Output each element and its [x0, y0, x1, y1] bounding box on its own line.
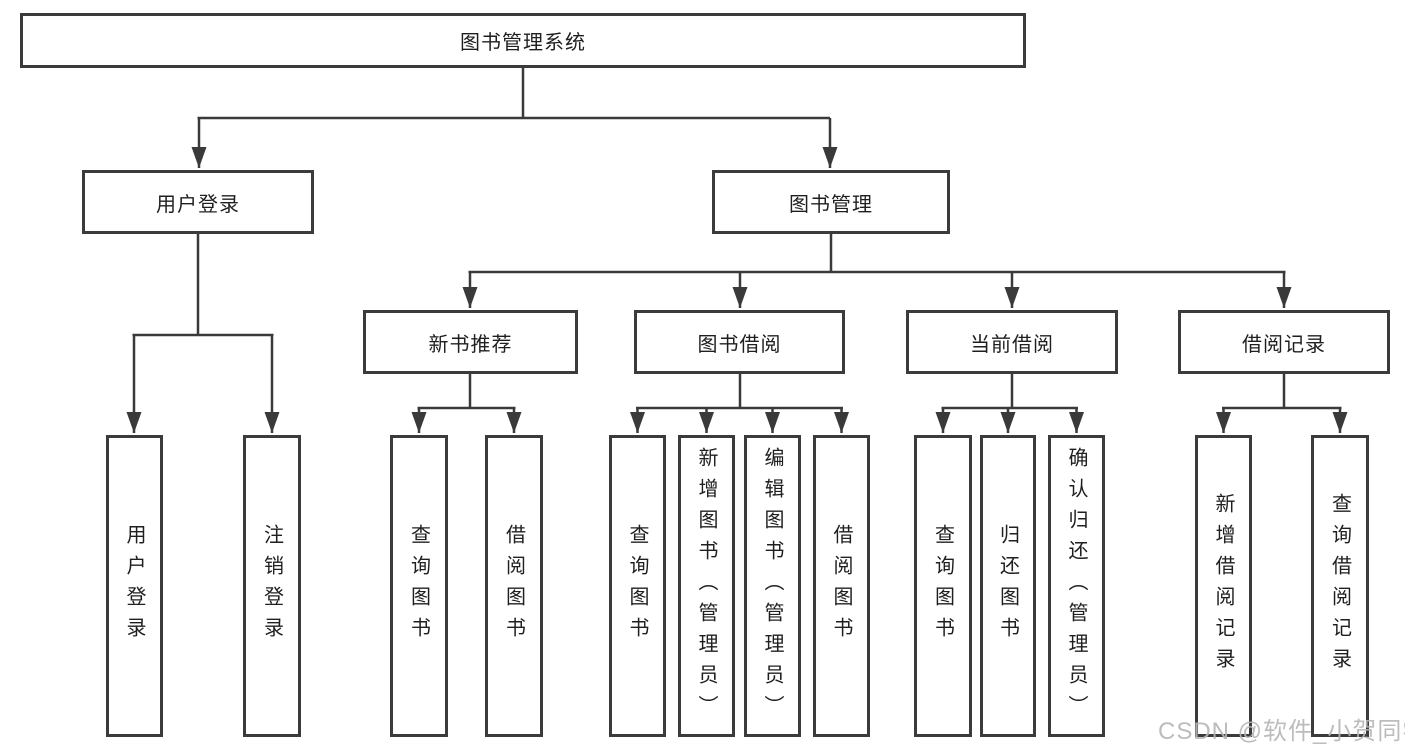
node-label: 查询图书 [931, 524, 954, 648]
node-label: 新书推荐 [428, 333, 513, 356]
node-label: 新增图书（管理员） [695, 446, 717, 726]
leaf-query-books-current: 查询图书 [914, 435, 972, 737]
node-label: 借阅记录 [1242, 333, 1326, 356]
connector-root-branch [197, 68, 830, 120]
node-label: 查询图书 [407, 524, 430, 648]
node-root: 图书管理系统 [20, 13, 1026, 68]
leaf-add-borrow-record: 新增借阅记录 [1195, 435, 1252, 737]
connector-current-borrow-branch [941, 374, 1078, 410]
leaf-return-books: 归还图书 [980, 435, 1036, 737]
node-user-login: 用户登录 [82, 170, 314, 234]
node-label: 图书借阅 [697, 333, 782, 356]
csdn-watermark: CSDN @软件_小贺同学 [1158, 718, 1405, 745]
connector-book-borrow-branch [636, 374, 843, 410]
node-label: 编辑图书（管理员） [761, 446, 783, 726]
connector-borrow-records-branch [1222, 374, 1342, 410]
node-label: 用户登录 [156, 193, 240, 216]
node-label: 查询借阅记录 [1328, 493, 1351, 679]
leaf-query-books-recommend: 查询图书 [390, 435, 448, 737]
node-label: 归还图书 [996, 524, 1019, 648]
leaf-edit-books-admin: 编辑图书（管理员） [744, 435, 801, 737]
node-label: 图书管理系统 [460, 32, 586, 54]
connector-user-login-branch [132, 234, 274, 337]
leaf-query-books: 查询图书 [609, 435, 666, 737]
node-borrow-records: 借阅记录 [1178, 310, 1390, 374]
leaf-logout: 注销登录 [243, 435, 301, 737]
node-label: 借阅图书 [502, 524, 525, 648]
node-label: 当前借阅 [970, 333, 1054, 356]
node-current-borrow: 当前借阅 [906, 310, 1118, 374]
node-label: 确认归还（管理员） [1065, 446, 1087, 726]
leaf-add-books-admin: 新增图书（管理员） [678, 435, 735, 737]
node-label: 新增借阅记录 [1212, 493, 1234, 679]
node-label: 图书管理 [789, 193, 873, 216]
connector-new-book-rec-branch [417, 374, 516, 410]
node-label: 注销登录 [260, 524, 283, 648]
connector-book-mgmt-branch [468, 234, 1286, 274]
connector-group [126, 68, 1348, 433]
leaf-borrow-books: 借阅图书 [813, 435, 870, 737]
leaf-borrow-books-recommend: 借阅图书 [485, 435, 543, 737]
leaf-query-borrow-record: 查询借阅记录 [1311, 435, 1369, 737]
node-book-borrow: 图书借阅 [634, 310, 845, 374]
leaf-user-login: 用户登录 [106, 435, 163, 737]
node-label: 借阅图书 [830, 524, 852, 648]
leaf-confirm-return-admin: 确认归还（管理员） [1048, 435, 1105, 737]
node-label: 用户登录 [123, 524, 145, 648]
node-label: 查询图书 [626, 524, 648, 648]
node-new-book-recommend: 新书推荐 [363, 310, 578, 374]
node-book-management: 图书管理 [712, 170, 950, 234]
